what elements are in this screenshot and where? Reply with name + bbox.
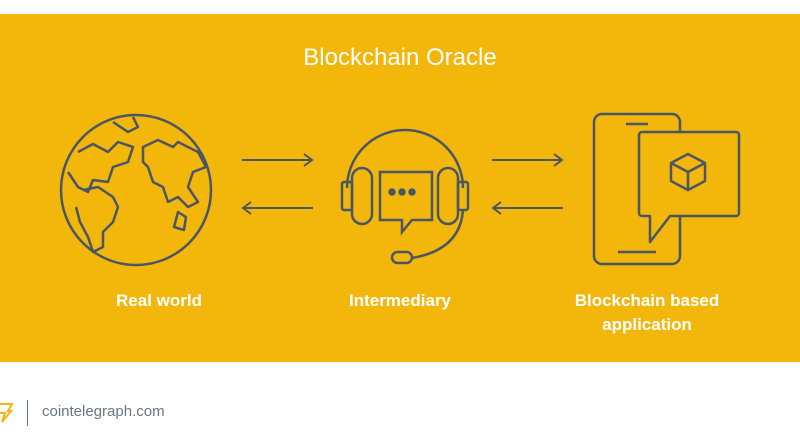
node-label-intermediary: Intermediary	[348, 291, 452, 310]
arrow-right-icon	[242, 153, 314, 167]
cointelegraph-logo-icon	[0, 403, 14, 423]
node-label-blockchain-app: Blockchain based application	[574, 291, 720, 334]
diagram-panel	[0, 14, 800, 362]
headset-icon	[340, 128, 470, 265]
arrow-right-icon	[492, 153, 564, 167]
footer-divider	[27, 400, 28, 426]
footer-site-link[interactable]: cointelegraph.com	[42, 403, 165, 420]
diagram-title: Blockchain Oracle	[303, 44, 497, 71]
arrow-left-icon	[491, 201, 563, 215]
arrow-left-icon	[241, 201, 313, 215]
node-label-real-world: Real world	[116, 291, 202, 310]
globe-icon	[59, 113, 213, 267]
phone-block-icon	[592, 112, 741, 266]
